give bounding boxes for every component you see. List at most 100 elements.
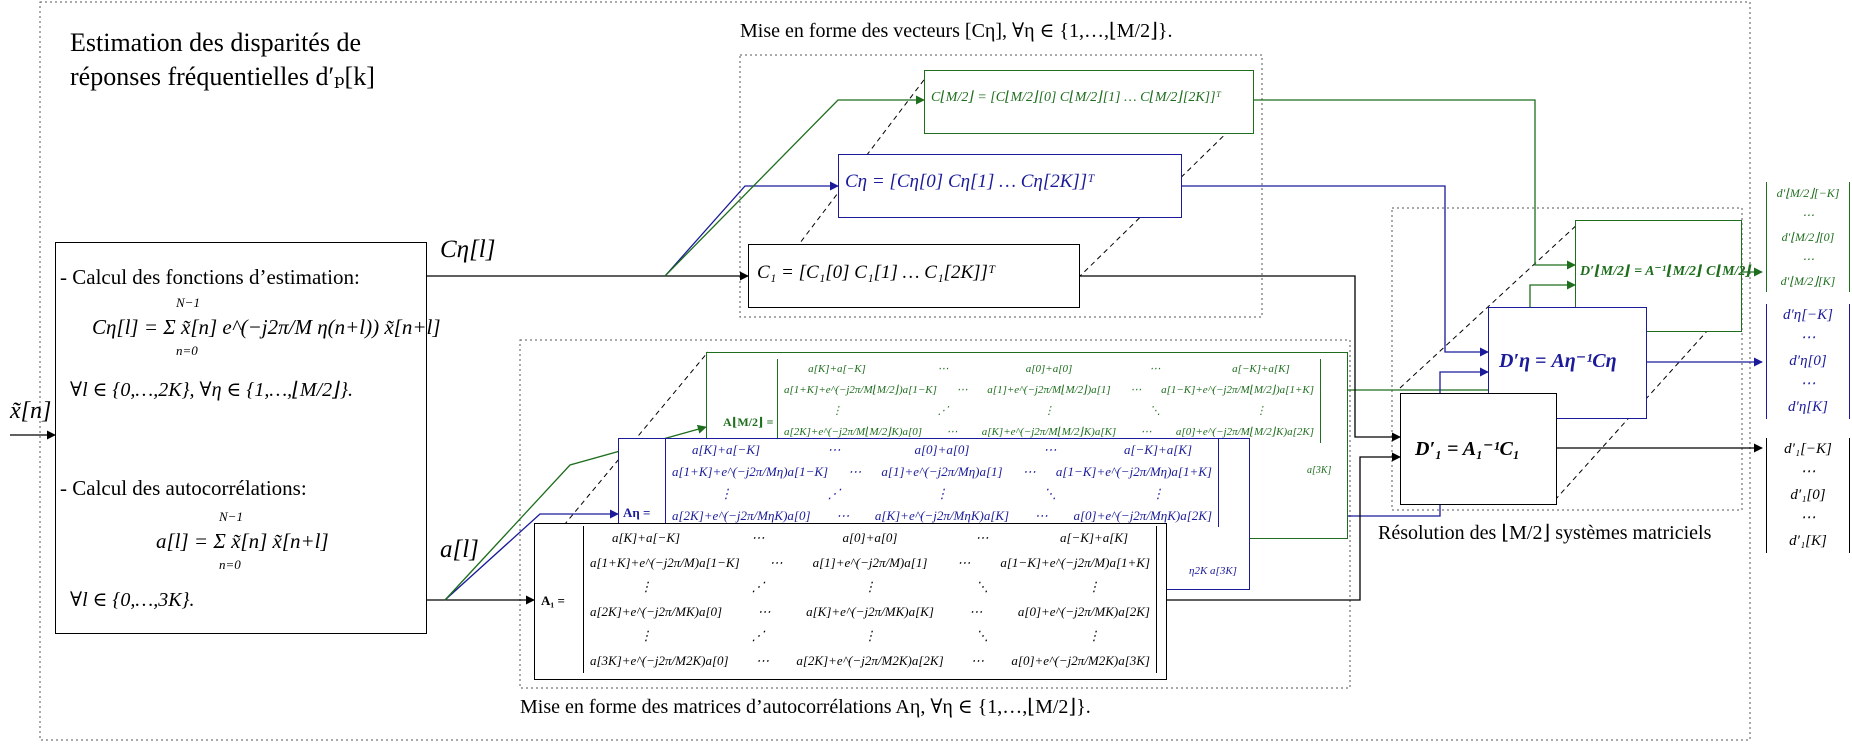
matrix-cell: a[0]+a[0] [1025,363,1073,375]
matrix-cell: a[1]+e^(−j2π/Mη)a[1] [881,464,1003,479]
matrix-cell: ⋯ [1034,508,1048,523]
section-estimation-title: - Calcul des fonctions d’estimation: [60,265,360,289]
matrix-cell: a[K]+e^(−j2π/M⌊M/2⌋K)a[K] [981,426,1117,438]
matrix-cell: ⋯ [1140,426,1152,438]
matrix-cell: ⋮ [1151,486,1165,501]
matrix-cell: a[K]+e^(−j2π/MK)a[K] [806,603,934,619]
matrix-cell: a[2K]+e^(−j2π/M⌊M/2⌋K)a[0] [784,426,923,438]
matrix-cell: a[1−K]+e^(−j2π/M⌊M/2⌋)a[1+K] [1161,384,1314,396]
matrix-cell: ⋮ [639,579,653,594]
matrix-a1-row: a[3K]+e^(−j2π/M2K)a[0]⋯a[2K]+e^(−j2π/M2K… [590,649,1150,674]
matrices-caption: Mise en forme des matrices d’autocorréla… [520,696,1091,718]
vectors-frame [739,54,1263,318]
matrix-cell: ⋮ [863,579,877,594]
matrix-cell: ⋯ [956,384,968,396]
matrix-cell: a[K]+a[−K] [611,530,681,545]
matrix-cell: ⋯ [971,652,985,668]
main-title: Estimation des disparités de réponses fr… [70,26,375,94]
output-d-1-entry: d′₁[K] [1789,533,1827,549]
outer-frame [39,1,1751,741]
vector-c-m: C⌊M/2⌋ = [C⌊M/2⌋[0] C⌊M/2⌋[1] … C⌊M/2⌋[2… [931,90,1221,105]
solve-eta: D′η = Aη⁻¹Cη [1499,350,1617,372]
formula-c-eta: Cη[l] = Σ x̃[n] e^(−j2π/M η(n+l)) x̃[n+l… [92,315,441,339]
output-d-m-entry: ⋯ [1802,208,1814,222]
condition-2: ∀l ∈ {0,…,3K}. [70,589,195,611]
matrix-cell: a[2K]+e^(−j2π/MηK)a[0] [672,508,811,523]
matrix-cell: ⋮ [1043,405,1055,417]
output-d-1-entry: ⋯ [1800,510,1816,526]
output-d-eta-entry: ⋯ [1800,376,1816,392]
matrix-cell: ⋮ [863,628,877,643]
matrix-a1-box: A₁ = a[K]+a[−K]⋯a[0]+a[0]⋯a[−K]+a[K] a[1… [534,523,1167,680]
matrix-cell: a[0]+a[0] [842,530,898,545]
matrix-cell: a[1−K]+e^(−j2π/M)a[1+K] [1000,554,1151,570]
matrix-cell: a[1+K]+e^(−j2π/Mη)a[1−K] [672,464,829,479]
matrix-cell: a[2K]+e^(−j2π/MK)a[0] [590,603,723,619]
matrix-a1-row: ⋮ ⋰ ⋮ ⋱ ⋮ [590,624,1150,649]
matrix-cell: ⋯ [1022,464,1036,479]
matrix-a1-row: ⋮⋰⋮⋱⋮ [590,575,1150,600]
matrix-cell: a[1]+e^(−j2π/M⌊M/2⌋)a[1] [987,384,1111,396]
matrix-cell: ⋯ [769,554,783,570]
matrix-cell: a[1+K]+e^(−j2π/M⌊M/2⌋)a[1−K] [784,384,937,396]
main-title-line-1: Estimation des disparités de [70,28,362,57]
condition-1: ∀l ∈ {0,…,2K}, ∀η ∈ {1,…,⌊M/2⌋}. [70,379,353,401]
input-signal-label: x̃[n] [10,398,52,424]
matrix-cell: ⋯ [848,464,862,479]
matrix-cell: a[K]+e^(−j2π/MηK)a[K] [874,508,1010,523]
sum-upper-2: N−1 [219,509,243,524]
matrix-a-m-row: a[1+K]+e^(−j2π/M⌊M/2⌋)a[1−K] ⋯ a[1]+e^(−j2… [784,380,1314,401]
output-d-m-entry: d′⌊M/2⌋[−K] [1776,186,1840,200]
matrix-cell: ⋮ [639,628,653,643]
matrix-cell: a[1+K]+e^(−j2π/M)a[1−K] [590,554,740,570]
vector-c1-box: C₁ = [C₁[0] C₁[1] … C₁[2K]]ᵀ [748,244,1080,308]
matrix-cell: ⋮ [1087,579,1101,594]
solve-caption: Résolution des ⌊M/2⌋ systèmes matriciels [1378,522,1712,544]
matrix-cell: ⋮ [1087,628,1101,643]
matrix-a-eta-body: a[K]+a[−K] ⋯ a[0]+a[0] ⋯ a[−K]+a[K] a[1+K]+e… [665,439,1219,527]
matrix-a-eta-row: ⋮⋰⋮⋱⋮ [672,483,1212,505]
matrix-a1-row: a[2K]+e^(−j2π/MK)a[0]⋯a[K]+e^(−j2π/MK)a[… [590,600,1150,625]
vector-c-m-box: C⌊M/2⌋ = [C⌊M/2⌋[0] C⌊M/2⌋[1] … C⌊M/2⌋[2… [924,70,1254,134]
matrix-cell: a[3K]+e^(−j2π/M2K)a[0] [590,652,729,668]
matrix-a-eta-name: Aη = [623,505,651,520]
matrix-cell: ⋯ [946,426,958,438]
matrix-cell: a[−K]+a[K] [1123,442,1193,457]
matrix-cell: ⋰ [751,579,765,594]
matrix-cell: ⋮ [719,486,733,501]
matrix-cell: a[0]+e^(−j2π/MK)a[2K] [1017,603,1150,619]
formula-a: a[l] = Σ x̃[n] x̃[n+l] [156,529,329,553]
sum-lower-2: n=0 [219,557,241,572]
matrix-a-eta-tail: η2K a[3K] [1189,565,1237,577]
matrix-a-m-tail: a[3K] [1307,465,1332,476]
matrix-cell: ⋯ [751,530,765,545]
solve-frame [1391,207,1743,511]
signal-a-label: a[l] [440,536,479,563]
output-d-eta-entry: d′η[0] [1789,353,1827,369]
output-d-1-entry: ⋯ [1800,464,1816,480]
matrix-cell: ⋱ [975,628,989,643]
output-d-eta: d′η[−K] ⋯ d′η[0] ⋯ d′η[K] [1766,304,1850,419]
matrix-a-m-name: A⌊M/2⌋ = [723,415,774,429]
matrix-a1-name: A₁ = [541,593,565,608]
matrix-cell: ⋰ [751,628,765,643]
matrix-a-m-body: a[K]+a[−K]⋯a[0]+a[0]⋯a[−K]+a[K] a[1+K]+e… [777,359,1321,443]
output-d-m: d′⌊M/2⌋[−K] ⋯ d′⌊M/2⌋[0] ⋯ d′⌊M/2⌋[K] [1766,182,1850,292]
solve-1: D′₁ = A₁⁻¹C₁ [1415,438,1520,460]
matrix-a1-row: a[1+K]+e^(−j2π/M)a[1−K]⋯a[1]+e^(−j2π/M)a… [590,551,1150,576]
matrix-cell: ⋯ [755,652,769,668]
matrix-cell: ⋰ [827,486,841,501]
matrix-cell: a[0]+a[0] [914,442,970,457]
matrix-a-eta-row: a[K]+a[−K]⋯a[0]+a[0]⋯a[−K]+a[K] [672,439,1212,461]
output-d-eta-entry: d′η[K] [1788,399,1828,415]
matrix-cell: ⋯ [1043,442,1057,457]
output-d-eta-entry: ⋯ [1800,330,1816,346]
matrix-cell: ⋯ [975,530,989,545]
sum-lower-1: n=0 [176,343,198,358]
output-d-1-entry: d′₁[0] [1790,487,1826,503]
matrix-a-m-row: ⋮⋰⋮⋱⋮ [784,401,1314,422]
output-d-eta-entry: d′η[−K] [1782,307,1834,323]
output-d-m-entry: d′⌊M/2⌋[0] [1781,230,1835,244]
main-title-line-2: réponses fréquentielles d′ₚ[k] [70,62,375,91]
matrix-cell: a[K]+a[−K] [691,442,761,457]
